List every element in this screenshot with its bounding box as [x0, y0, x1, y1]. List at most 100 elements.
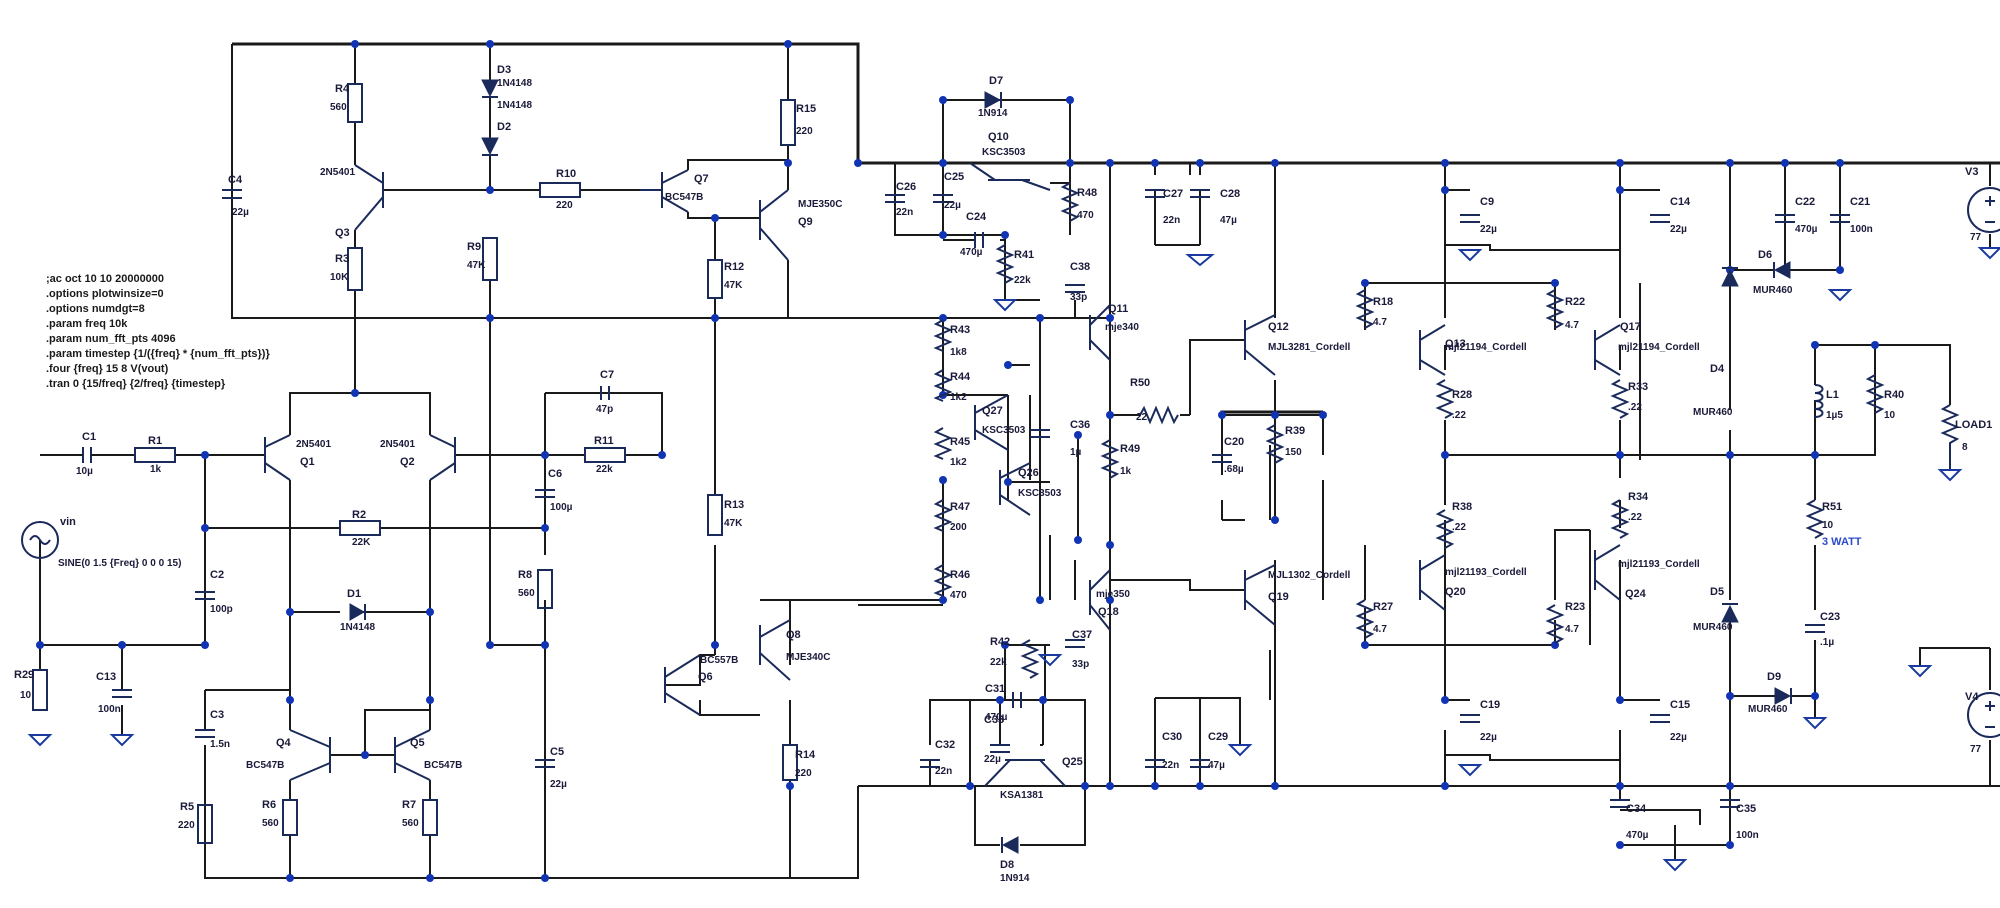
q2-symbol: [429, 434, 456, 481]
component-value: 560: [330, 102, 347, 113]
component-value: 4.7: [1565, 624, 1579, 635]
r10-symbol: [539, 182, 581, 198]
component-ref: R2: [352, 509, 366, 521]
component-value: 1N4148: [497, 78, 532, 89]
component-ref: R7: [402, 799, 416, 811]
component-ref: L1: [1826, 389, 1839, 401]
component-r34: R34.22: [1628, 491, 1649, 523]
r39-symbol: [1265, 424, 1285, 464]
component-ref: C21: [1850, 196, 1870, 208]
component-value: MJE340C: [786, 652, 830, 663]
q9-symbol: [759, 189, 789, 261]
d1-symbol: [349, 603, 366, 621]
component-value: 1µ5: [1826, 410, 1843, 421]
component-ref: R18: [1373, 296, 1393, 308]
component-ref: R45: [950, 436, 970, 448]
component-ref: LOAD1: [1955, 419, 1992, 431]
r38-symbol: [1435, 509, 1455, 549]
c29-symbol: [1190, 759, 1210, 768]
component-ref: R28: [1452, 389, 1472, 401]
component-r28: R28.22: [1452, 389, 1472, 421]
component-ref: R27: [1373, 601, 1393, 613]
v3-label: V3: [1965, 166, 1978, 178]
component-ref: R49: [1120, 443, 1140, 455]
d4-symbol: [1721, 267, 1739, 287]
r28-symbol: [1435, 379, 1455, 419]
r22-symbol: [1545, 289, 1565, 329]
component-r38: R38.22: [1452, 501, 1472, 533]
component-value: 220: [795, 768, 812, 779]
component-ref: C3: [210, 709, 224, 721]
component-value: 22k: [1014, 275, 1031, 286]
v4-label: V4: [1965, 691, 1979, 703]
component-value: 22µ: [944, 200, 961, 211]
component-ref: Q4: [276, 737, 292, 749]
component-value: 22: [1136, 412, 1148, 423]
q20-symbol: [1419, 554, 1446, 611]
r6-symbol: [282, 799, 298, 836]
component-ref: C33: [984, 714, 1004, 726]
component-value: 10: [1884, 410, 1896, 421]
component-ref: R50: [1130, 377, 1150, 389]
component-load1: LOAD1 8: [1955, 419, 1992, 453]
component-value: 220: [556, 200, 573, 211]
component-value: 47µ: [1220, 215, 1237, 226]
component-value: 8: [1962, 442, 1968, 453]
component-ref: Q12: [1268, 321, 1289, 333]
component-ref: Q8: [786, 629, 801, 641]
ground-icon: [1227, 744, 1253, 757]
component-value: 470µ: [1795, 224, 1818, 235]
component-ref: R3: [335, 253, 349, 265]
component-value: 470: [950, 590, 967, 601]
c35-symbol: [1720, 799, 1740, 808]
r12-symbol: [707, 259, 723, 299]
component-value: 1N4148: [340, 622, 375, 633]
c30-symbol: [1145, 759, 1165, 768]
component-ref: Q24: [1625, 588, 1647, 600]
junctions: [36, 40, 1879, 882]
r34-symbol: [1610, 499, 1630, 539]
component-ref: R12: [724, 261, 744, 273]
r7-symbol: [422, 799, 438, 836]
component-value: 1k8: [950, 347, 967, 358]
r40-symbol: [1865, 374, 1885, 414]
component-ref: C31: [985, 683, 1005, 695]
component-value: 22n: [1162, 760, 1179, 771]
c4-symbol: [222, 189, 242, 199]
component-ref: C24: [966, 211, 987, 223]
r51-power-note: 3 WATT: [1822, 536, 1862, 548]
c13-symbol: [112, 689, 132, 698]
q18-symbol: [1089, 569, 1111, 631]
component-r50: R50 22: [1130, 377, 1150, 423]
component-value: BC547B: [424, 760, 462, 771]
component-value: 47K: [467, 260, 486, 271]
l1-symbol: [1814, 384, 1824, 418]
component-value: KSC3503: [982, 147, 1026, 158]
r51-symbol: [1805, 499, 1825, 539]
c15-symbol: [1650, 714, 1670, 723]
component-symbols: [21, 79, 2000, 854]
q27-symbol: [974, 394, 1009, 451]
q19-symbol: [1244, 564, 1276, 626]
r41-symbol: [995, 244, 1015, 284]
vin-label: vin: [60, 516, 76, 528]
component-value: 22n: [935, 766, 952, 777]
